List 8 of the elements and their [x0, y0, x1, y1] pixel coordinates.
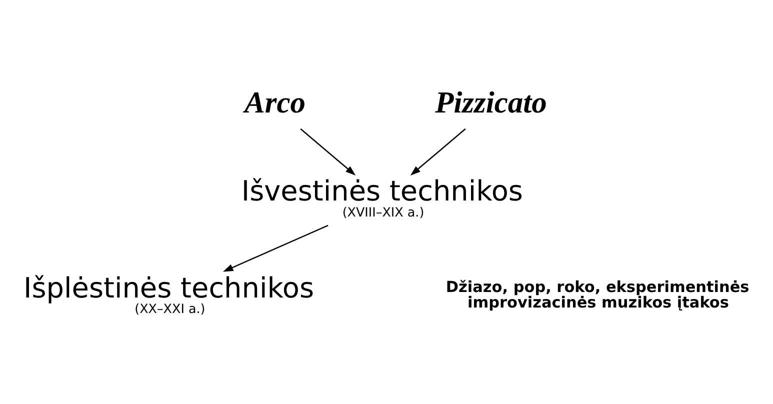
node-text: Pizzicato [435, 85, 547, 120]
node-text: Išvestinės technikos (XVIII–XIX a.) [241, 174, 523, 219]
arrow [410, 128, 466, 175]
node-text: Išplėstinės technikos (XX–XXI a.) [23, 270, 314, 316]
arrow [222, 224, 328, 272]
node-text: Arco [244, 85, 306, 120]
arrow [300, 128, 356, 175]
label: Džiazo, pop, roko, eksperimentinės improvizacinės muzikos įtakos [446, 278, 750, 311]
